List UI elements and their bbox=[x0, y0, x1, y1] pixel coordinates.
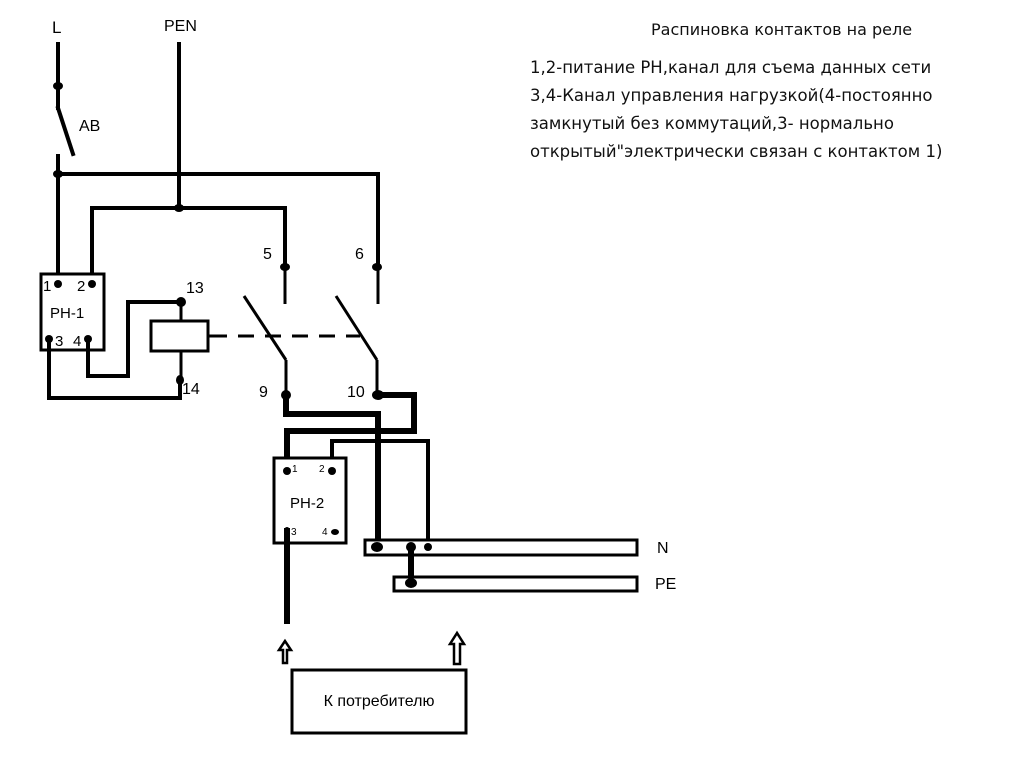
contact-10: 10 bbox=[347, 384, 365, 401]
rn2-pin-1: 1 bbox=[292, 464, 298, 475]
pinout-title: Распиновка контактов на реле bbox=[651, 20, 913, 39]
rn2-pin-3: 3 bbox=[291, 527, 297, 538]
rn1-pin-3: 3 bbox=[55, 333, 63, 350]
contact-6: 6 bbox=[355, 246, 364, 263]
pen-junction-dot bbox=[174, 204, 184, 212]
rn1-pin-1: 1 bbox=[43, 278, 51, 295]
arrow-up-icon-right bbox=[447, 630, 467, 666]
pen-line bbox=[90, 42, 287, 284]
rn2-pin-4: 4 bbox=[322, 527, 328, 538]
phase-terminal-dot bbox=[53, 82, 63, 90]
neutral-label: N bbox=[657, 540, 669, 557]
rn1-label: РН-1 bbox=[50, 305, 84, 322]
coil-pin-13: 13 bbox=[186, 280, 204, 297]
phase-line bbox=[53, 42, 380, 284]
note-line-4: открытый"электрически связан с контактом… bbox=[530, 142, 943, 161]
earth-label: PE bbox=[655, 576, 676, 593]
coil-pin-14: 14 bbox=[182, 381, 200, 398]
rn1-pin-2: 2 bbox=[77, 278, 85, 295]
contact-9: 9 bbox=[259, 384, 268, 401]
pen-label: PEN bbox=[164, 18, 197, 35]
earth-bus: PE bbox=[392, 544, 676, 593]
rn1-pin-4: 4 bbox=[73, 333, 81, 350]
rn2-pin-2: 2 bbox=[319, 464, 325, 475]
arrow-up-icon-left bbox=[276, 638, 294, 665]
breaker-label: AB bbox=[79, 118, 100, 135]
phase-label: L bbox=[52, 18, 61, 37]
rn2-label: РН-2 bbox=[290, 495, 324, 512]
note-line-1: 1,2-питание РН,канал для съема данных се… bbox=[530, 58, 932, 77]
contact-5: 5 bbox=[263, 246, 272, 263]
note-line-3: замкнутый без коммутаций,3- нормально bbox=[530, 114, 894, 133]
contactor-contacts: 5 6 9 10 bbox=[242, 246, 384, 401]
consumer-box: К потребителю bbox=[290, 668, 468, 735]
consumer-label: К потребителю bbox=[324, 693, 435, 710]
contactor-coil: 13 14 bbox=[149, 280, 360, 398]
note-line-2: 3,4-Канал управления нагрузкой(4-постоян… bbox=[530, 86, 933, 105]
